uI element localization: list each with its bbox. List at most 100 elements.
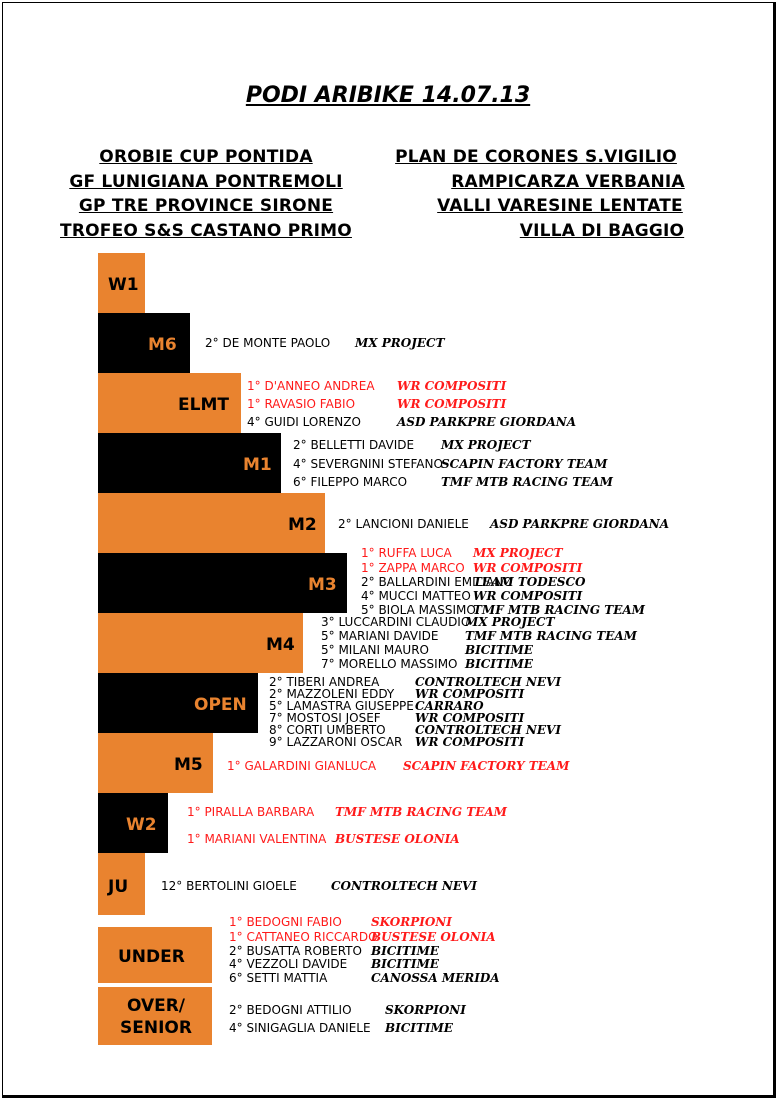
team-name: SKORPIONI — [385, 1003, 466, 1017]
category-label: JU — [108, 877, 129, 897]
rider-place: 1° MARIANI VALENTINA — [187, 832, 327, 846]
team-name: BICITIME — [371, 957, 439, 971]
team-name: MX PROJECT — [465, 615, 555, 629]
category-label: M5 — [174, 755, 203, 775]
team-name: BUSTESE OLONIA — [335, 832, 460, 846]
category-label: UNDER — [118, 947, 185, 967]
team-name: CONTROLTECH NEVI — [415, 675, 561, 689]
event-trofeo-ss: TROFEO S&S CASTANO PRIMO — [60, 221, 352, 241]
team-name: BUSTESE OLONIA — [371, 930, 496, 944]
event-valli-varesine: VALLI VARESINE LENTATE — [437, 196, 683, 216]
rider-place: 5° MILANI MAURO — [321, 643, 429, 657]
team-name: ASD PARKPRE GIORDANA — [490, 517, 670, 531]
team-name: WR COMPOSITI — [397, 397, 507, 411]
category-block-m3: M3 — [98, 553, 347, 613]
result-row: 1° MARIANI VALENTINA BUSTESE OLONIA — [187, 832, 460, 846]
team-name: WR COMPOSITI — [473, 561, 583, 575]
category-label: W1 — [108, 275, 139, 295]
team-name: CANOSSA MERIDA — [371, 971, 500, 985]
team-name: CONTROLTECH NEVI — [415, 723, 561, 737]
category-label: M3 — [308, 575, 337, 595]
rider-place: 2° BUSATTA ROBERTO — [229, 944, 362, 958]
rider-place: 8° CORTI UMBERTO — [269, 723, 386, 737]
category-label: OPEN — [194, 695, 247, 715]
rider-place: 9° LAZZARONI OSCAR — [269, 735, 403, 749]
category-label: M6 — [148, 335, 177, 355]
rider-place: 1° PIRALLA BARBARA — [187, 805, 315, 819]
result-row: 2° TIBERI ANDREA CONTROLTECH NEVI — [269, 675, 561, 689]
team-name: BICITIME — [465, 657, 533, 671]
team-name: ASD PARKPRE GIORDANA — [397, 415, 577, 429]
team-name: MX PROJECT — [355, 336, 445, 350]
result-row: 1° GALARDINI GIANLUCA SCAPIN FACTORY TEAM — [227, 759, 569, 773]
rider-place: 12° BERTOLINI GIOELE — [161, 879, 297, 893]
event-gf-lunigiana: GF LUNIGIANA PONTREMOLI — [69, 172, 343, 192]
rider-place: 2° DE MONTE PAOLO — [205, 336, 331, 350]
rider-place: 1° GALARDINI GIANLUCA — [227, 759, 377, 773]
team-name: TMF MTB RACING TEAM — [465, 629, 637, 643]
rider-place: 2° BEDOGNI ATTILIO — [229, 1003, 352, 1017]
rider-place: 2° TIBERI ANDREA — [269, 675, 380, 689]
result-row: 2° BEDOGNI ATTILIO SKORPIONI — [229, 1003, 466, 1017]
team-name: SCAPIN FACTORY TEAM — [403, 759, 570, 773]
rider-place: 1° RAVASIO FABIO — [247, 397, 356, 411]
rider-place: 6° FILEPPO MARCO — [293, 475, 408, 489]
rider-place: 5° BIOLA MASSIMO — [361, 603, 476, 617]
team-name: CARRARO — [415, 699, 484, 713]
rider-place: 4° GUIDI LORENZO — [247, 415, 361, 429]
event-gp-tre-province: GP TRE PROVINCE SIRONE — [78, 196, 334, 216]
team-name: TEAM TODESCO — [473, 575, 586, 589]
page-title: PODI ARIBIKE 14.07.13 — [245, 83, 531, 108]
rider-place: 5° MARIANI DAVIDE — [321, 629, 439, 643]
team-name: WR COMPOSITI — [473, 589, 583, 603]
category-label: M2 — [288, 515, 317, 535]
rider-place: 5° LAMASTRA GIUSEPPE — [269, 699, 414, 713]
rider-place: 1° ZAPPA MARCO — [361, 561, 465, 575]
result-row: 4° GUIDI LORENZO ASD PARKPRE GIORDANA — [247, 415, 576, 429]
event-orobie-cup: OROBIE CUP PONTIDA — [99, 147, 313, 167]
event-plan-de-corones: PLAN DE CORONES S.VIGILIO — [395, 147, 677, 167]
result-row: 2° DE MONTE PAOLO MX PROJECT — [205, 336, 445, 350]
rider-place: 2° LANCIONI DANIELE — [338, 517, 469, 531]
rider-place: 4° SEVERGNINI STEFANO — [293, 457, 443, 471]
result-row: 12° BERTOLINI GIOELE CONTROLTECH NEVI — [161, 879, 477, 893]
team-name: WR COMPOSITI — [415, 687, 525, 701]
event-rampicarza: RAMPICARZA VERBANIA — [451, 172, 685, 192]
result-row: 1° ZAPPA MARCO WR COMPOSITI — [361, 561, 582, 575]
category-block-ju: JU — [98, 853, 145, 915]
rider-place: 6° SETTI MATTIA — [229, 971, 328, 985]
category-label: M4 — [266, 635, 295, 655]
rider-place: 4° SINIGAGLIA DANIELE — [229, 1021, 371, 1035]
category-label: W2 — [126, 815, 157, 835]
result-row: 5° MARIANI DAVIDE TMF MTB RACING TEAM — [321, 629, 637, 643]
rider-place: 3° LUCCARDINI CLAUDIO — [321, 615, 471, 629]
category-block-m4: M4 — [98, 613, 303, 673]
team-name: SKORPIONI — [371, 915, 452, 929]
rider-place: 2° BALLARDINI EMILIANO — [361, 575, 513, 589]
result-row: 8° CORTI UMBERTO CONTROLTECH NEVI — [269, 723, 561, 737]
team-name: SCAPIN FACTORY TEAM — [441, 457, 608, 471]
category-label: M1 — [243, 455, 272, 475]
category-block-m2: M2 — [98, 493, 325, 553]
rider-place: 1° CATTANEO RICCARDO — [229, 930, 378, 944]
team-name: TMF MTB RACING TEAM — [473, 603, 645, 617]
team-name: CONTROLTECH NEVI — [331, 879, 477, 893]
rider-place: 1° D'ANNEO ANDREA — [247, 379, 375, 393]
rider-place: 7° MOSTOSI JOSEF — [269, 711, 381, 725]
rider-place: 4° MUCCI MATTEO — [361, 589, 471, 603]
